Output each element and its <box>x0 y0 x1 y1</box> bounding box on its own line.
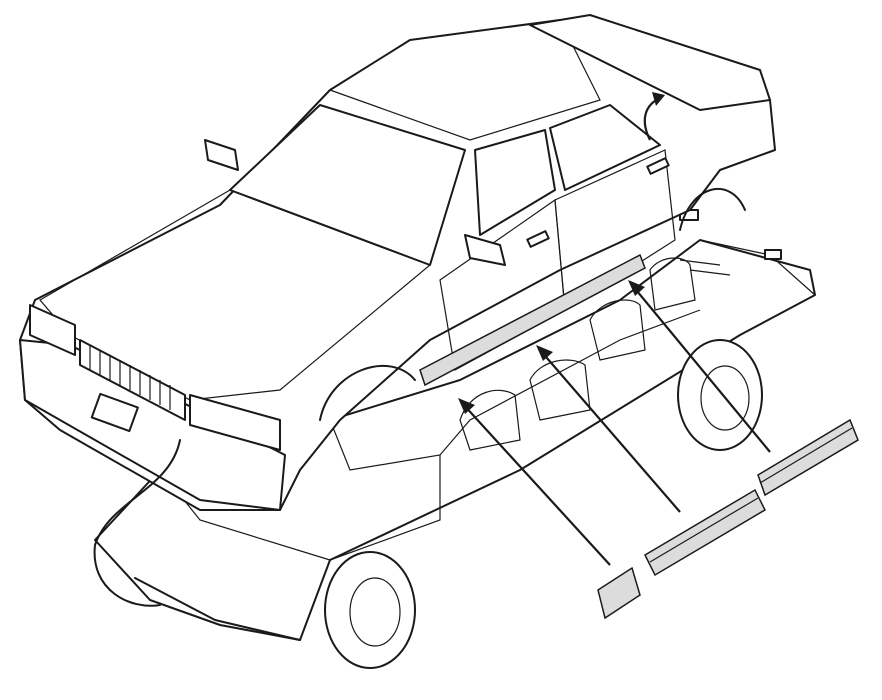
arrow-head <box>628 280 645 296</box>
arrow-head <box>536 345 553 361</box>
arrow <box>461 402 611 566</box>
arrow <box>631 284 771 453</box>
trim-pieces <box>597 418 859 620</box>
mount-tab <box>764 249 782 260</box>
trim-piece <box>757 418 859 497</box>
arrow-head <box>458 398 475 414</box>
side-mirror <box>204 139 239 171</box>
arrow <box>539 349 681 513</box>
front-door-window <box>474 129 556 236</box>
car-body <box>19 14 776 511</box>
door-handle <box>646 157 670 175</box>
assembly-arrows <box>458 92 771 566</box>
trim-piece <box>597 566 641 620</box>
headlight <box>29 304 76 356</box>
rear-door-window <box>549 104 661 191</box>
rear-door <box>554 149 676 312</box>
side-mirror <box>464 234 506 266</box>
door-handle <box>526 230 550 248</box>
headlight <box>189 394 281 451</box>
license-plate <box>90 392 139 433</box>
wiring-cable <box>93 439 301 641</box>
underbody-chassis <box>94 209 816 641</box>
arrow-head <box>652 92 665 106</box>
side-moulding <box>419 253 646 387</box>
trim-piece <box>644 488 766 577</box>
trunk-lid <box>529 14 771 111</box>
